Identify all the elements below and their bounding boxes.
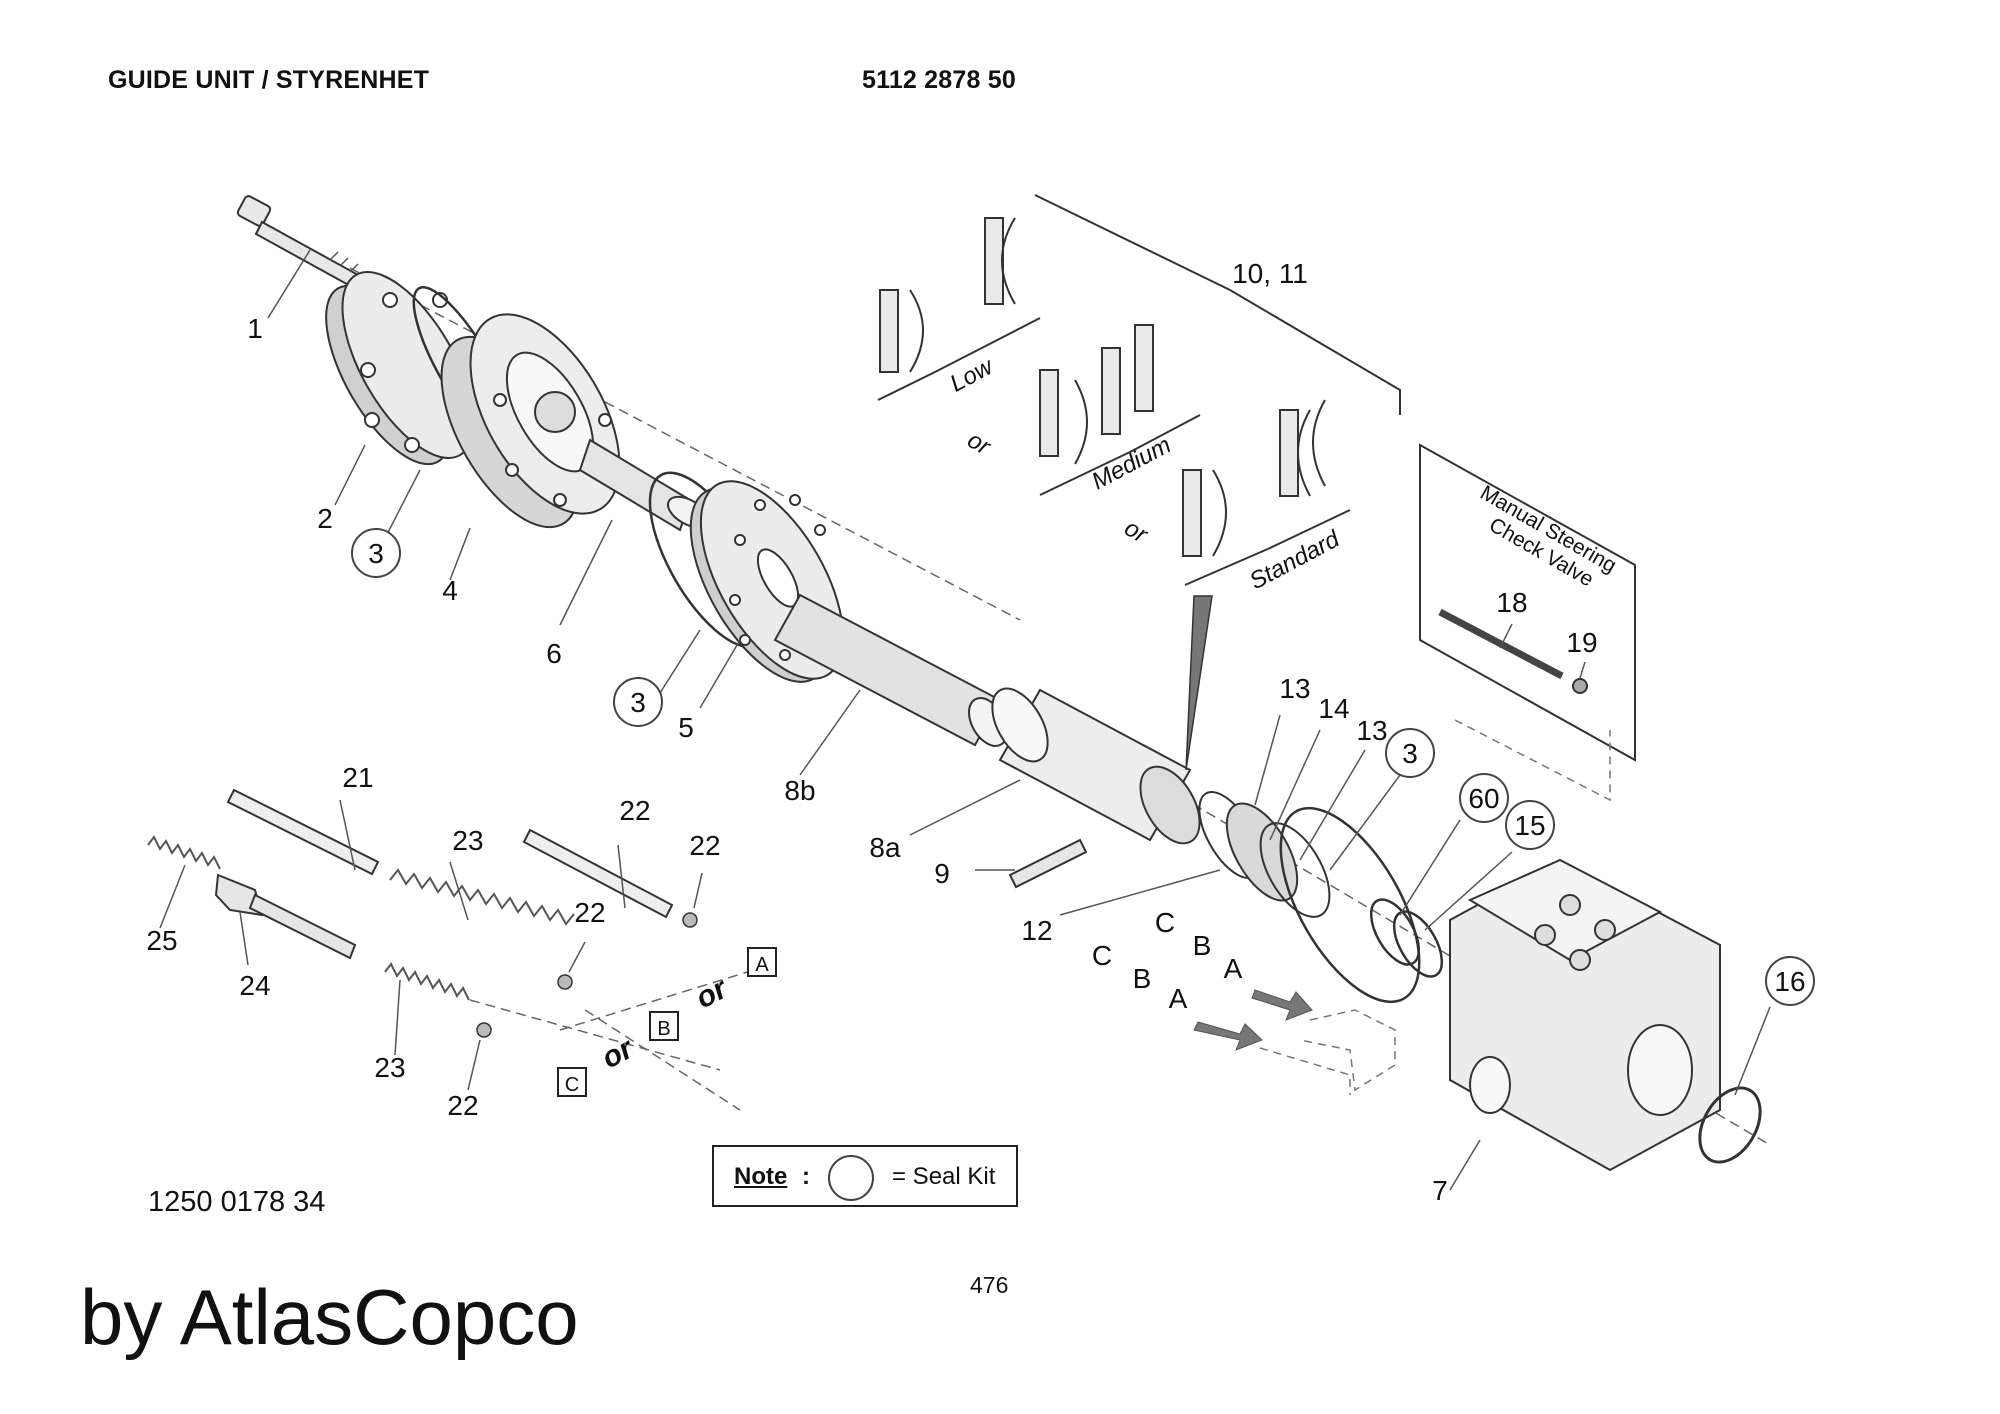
callout-12: 12 [1021, 915, 1052, 946]
option-label-a-upper: A [1224, 953, 1243, 984]
pin-part-21 [226, 788, 380, 876]
callout-13-b: 13 [1356, 715, 1387, 746]
callout-8b: 8b [784, 775, 815, 806]
callout-25: 25 [146, 925, 177, 956]
drawing-number: 1250 0178 34 [148, 1186, 326, 1218]
callout-5: 5 [678, 712, 694, 743]
callout-15: 15 [1514, 810, 1545, 841]
option-label-b-lower: B [1133, 963, 1152, 994]
spring-part-23-a [389, 868, 575, 926]
option-arrows [1193, 989, 1313, 1051]
plunger-part-24 [214, 873, 357, 960]
callout-21: 21 [342, 762, 373, 793]
small-seal-rings-60-15 [1369, 898, 1444, 978]
callout-18: 18 [1496, 587, 1527, 618]
option-label-c-lower: C [1092, 940, 1112, 971]
option-box-label-a: A [755, 954, 769, 976]
callout-13-a: 13 [1279, 673, 1310, 704]
seal-ring-part-3-c [1279, 806, 1421, 1004]
bolt-part-1 [236, 195, 362, 290]
callout-7: 7 [1432, 1175, 1448, 1206]
callout-4: 4 [442, 575, 458, 606]
check-valve-box [1419, 443, 1636, 762]
callout-16: 16 [1774, 966, 1805, 997]
ball-parts-22 [476, 912, 698, 1038]
callout-6: 6 [546, 638, 562, 669]
spring-part-23-b [384, 962, 470, 1001]
shim-variants [879, 217, 1326, 557]
callout-22-d: 22 [447, 1090, 478, 1121]
variant-label-medium: Medium [1087, 431, 1175, 495]
callout-3-b: 3 [630, 687, 646, 718]
note-text: = Seal Kit [892, 1163, 996, 1190]
note-legend: Note : = Seal Kit [712, 1145, 1018, 1207]
callout-9: 9 [934, 858, 950, 889]
callout-2: 2 [317, 503, 333, 534]
callout-1: 1 [247, 313, 263, 344]
variant-or-2: or [1120, 514, 1153, 549]
callout-3-c: 3 [1402, 738, 1418, 769]
page-title: GUIDE UNIT / STYRENHET [108, 66, 430, 94]
callout-14: 14 [1318, 693, 1349, 724]
variant-pointer [1185, 595, 1213, 771]
seal-kit-circles [351, 528, 1815, 1006]
callout-19: 19 [1566, 627, 1597, 658]
housing-part-7 [1449, 858, 1721, 1172]
option-label-b-upper: B [1193, 930, 1212, 961]
callout-22-a: 22 [619, 795, 650, 826]
part-number: 5112 2878 50 [862, 66, 1016, 94]
seal-kit-circle-icon [828, 1155, 874, 1201]
option-box-label-b: B [657, 1018, 670, 1040]
callout-8a: 8a [869, 832, 901, 863]
gear-set-part-4 [440, 313, 621, 529]
callout-23-b: 23 [374, 1052, 405, 1083]
variant-brackets [877, 194, 1401, 586]
option-label-a-lower: A [1169, 983, 1188, 1014]
callout-22-b: 22 [689, 830, 720, 861]
pin-part-22 [522, 828, 674, 919]
callout-60: 60 [1468, 783, 1499, 814]
or-label-lower: or [597, 1031, 641, 1075]
leader-lines [159, 249, 1771, 1191]
option-label-c-upper: C [1155, 907, 1175, 938]
variant-or-1: or [963, 426, 996, 461]
option-box-label-c: C [565, 1074, 579, 1096]
pin-part-9 [1008, 838, 1088, 889]
callout-23-a: 23 [452, 825, 483, 856]
or-label-upper: or [691, 971, 735, 1015]
option-boxes [557, 947, 777, 1097]
bearing-stack-parts-13-14 [1198, 791, 1331, 918]
callout-10-11: 10, 11 [1232, 258, 1308, 289]
spring-part-25 [147, 835, 221, 870]
watermark: by AtlasCopco [80, 1273, 579, 1361]
callout-24: 24 [239, 970, 270, 1001]
sleeve-part-8a [991, 687, 1201, 845]
callout-3-a: 3 [368, 538, 384, 569]
variant-label-low: Low [946, 352, 999, 397]
note-colon: : [802, 1163, 810, 1190]
page-number: 476 [970, 1272, 1009, 1298]
option-dash-outline [1259, 719, 1611, 1095]
callout-22-c: 22 [574, 897, 605, 928]
note-label: Note [734, 1163, 788, 1190]
seal-ring-part-16 [1698, 1086, 1762, 1164]
